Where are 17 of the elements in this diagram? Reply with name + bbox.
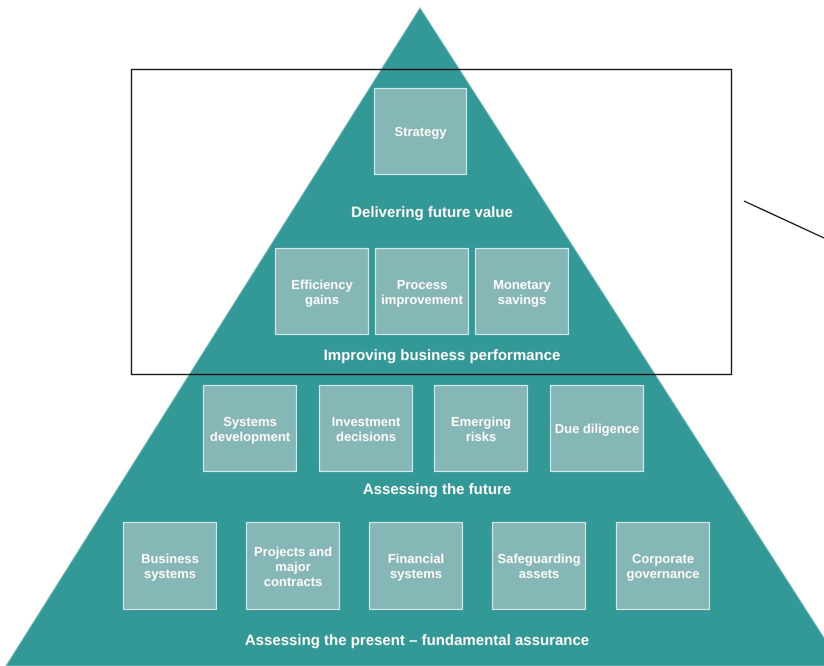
tier-box: Systems development	[203, 385, 297, 472]
tier-box: Investment decisions	[319, 385, 413, 472]
tier-box: Corporate governance	[616, 522, 710, 610]
tier-box: Strategy	[374, 88, 467, 175]
tier-box: Monetary savings	[475, 248, 569, 335]
tier-heading: Assessing the present – fundamental assurance	[244, 631, 590, 651]
tier-box: Business systems	[123, 522, 217, 610]
tier-box: Financial systems	[369, 522, 463, 610]
tier-box: Emerging risks	[434, 385, 528, 472]
tier-box: Projects and major contracts	[246, 522, 340, 610]
tier-box: Efficiency gains	[275, 248, 369, 335]
tier-heading: Assessing the future	[362, 480, 512, 500]
tier-box: Due diligence	[550, 385, 644, 472]
tier-box: Process improvement	[375, 248, 469, 335]
tier-heading: Delivering future value	[351, 203, 513, 223]
tier-box: Safeguarding assets	[492, 522, 586, 610]
tier-heading: Improving business performance	[324, 346, 560, 366]
